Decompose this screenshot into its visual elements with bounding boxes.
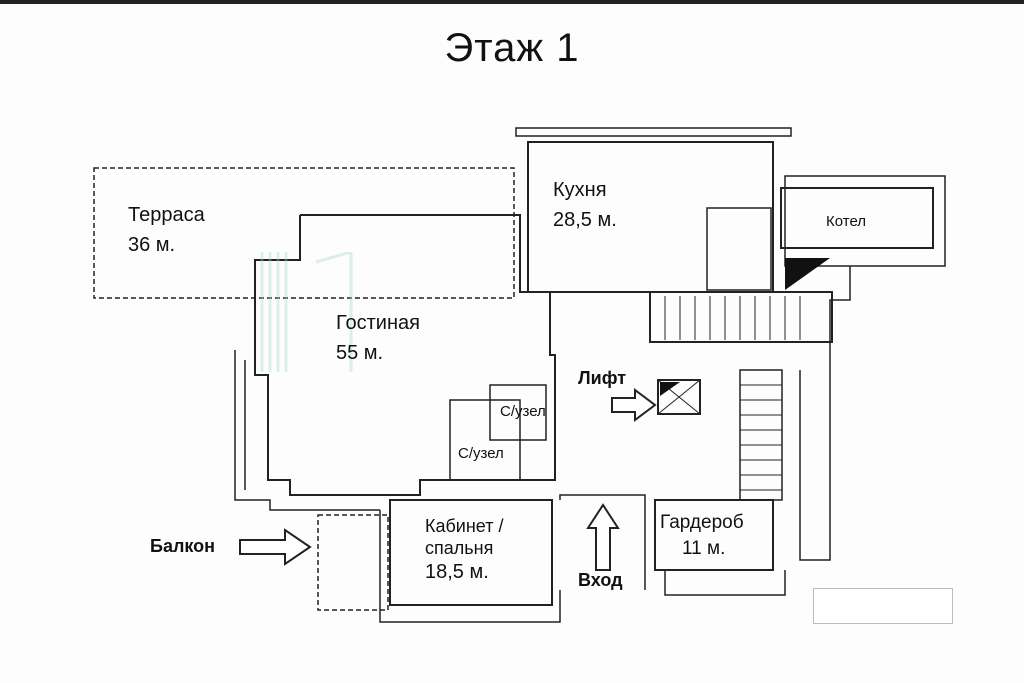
office-area: 18,5 м.	[425, 561, 489, 583]
balcony-outline	[317, 514, 389, 611]
wc1-walls	[489, 384, 547, 441]
living-room-walls	[254, 214, 556, 496]
balcony-arrow	[239, 528, 312, 566]
boiler-name: Котел	[826, 213, 867, 230]
kitchen-name: Кухня	[553, 179, 607, 201]
wc2-walls	[449, 399, 521, 481]
stair-hall-walls	[649, 291, 833, 343]
kitchen-pantry	[706, 207, 772, 291]
wardrobe-label: Гардероб 11 м.	[660, 510, 744, 562]
wc2-label: С/узел	[458, 445, 504, 463]
lift-callout: Лифт	[578, 368, 627, 388]
boiler-outer-wall	[784, 175, 946, 267]
terrace-label: Терраса 36 м.	[128, 200, 205, 260]
lift-marker	[660, 382, 680, 396]
lift-shaft	[657, 379, 701, 415]
top-border	[0, 0, 1024, 4]
lift-arrow	[611, 388, 657, 422]
right-outer-wall	[799, 266, 851, 561]
wardrobe-walls	[654, 499, 774, 571]
wardrobe-outer-wall	[664, 570, 786, 596]
kitchen-outer-wall	[515, 127, 792, 137]
terrace-outline	[93, 167, 515, 299]
entrance-callout: Вход	[578, 570, 623, 590]
blank-box	[813, 588, 953, 624]
stairs-right	[739, 369, 783, 501]
wardrobe-area: 11 м.	[682, 538, 726, 559]
boiler-marker	[785, 258, 830, 290]
office-name-line2: спальня	[425, 538, 494, 558]
wardrobe-name: Гардероб	[660, 512, 744, 533]
living-room-outer-wall	[234, 350, 380, 511]
boiler-label: Котел	[826, 213, 866, 231]
entrance-corridor-walls	[559, 494, 646, 590]
terrace-area: 36 м.	[128, 234, 176, 256]
boiler-room-walls	[780, 187, 934, 249]
office-walls	[389, 499, 553, 606]
watermark-logo	[260, 252, 353, 372]
balcony-callout: Балкон	[150, 536, 216, 556]
kitchen-area: 28,5 м.	[553, 209, 617, 231]
wc1-label: С/узел	[500, 403, 546, 421]
kitchen-label: Кухня 28,5 м.	[553, 175, 617, 235]
stairs-right-steps	[740, 384, 782, 491]
living-room-label: Гостиная 55 м.	[336, 308, 420, 368]
living-room-area: 55 м.	[336, 342, 384, 364]
entrance-arrow	[586, 503, 620, 571]
living-room-name: Гостиная	[336, 312, 420, 334]
office-outer-wall	[379, 510, 561, 623]
terrace-name: Терраса	[128, 204, 205, 226]
wc2-name: С/узел	[458, 445, 504, 462]
wc1-name: С/узел	[500, 403, 546, 420]
page-title: Этаж 1	[444, 26, 580, 70]
office-label: Кабинет / спальня 18,5 м.	[425, 515, 503, 585]
office-name-line1: Кабинет /	[425, 516, 504, 536]
stairs-upper	[664, 296, 801, 340]
